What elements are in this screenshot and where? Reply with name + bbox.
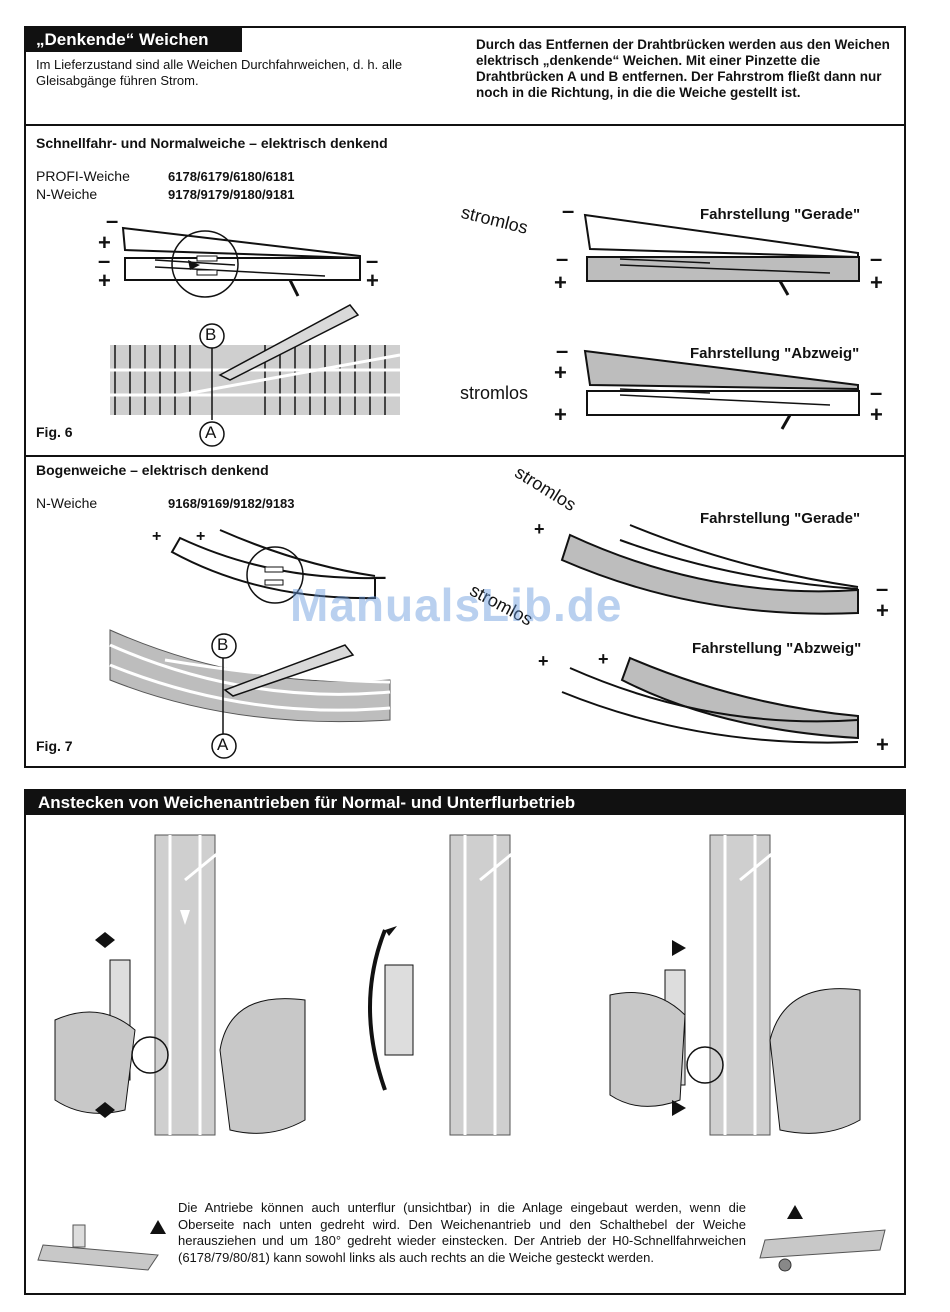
fig7-curved-schematic: [170, 529, 376, 604]
fig6-marker-b: [199, 323, 225, 349]
section1-note: Durch das Entfernen der Drahtbrücken wer…: [476, 37, 890, 100]
fig6-abzweig-label: Fahrstellung "Abzweig": [690, 345, 860, 362]
fig6-l-minus-3: –: [366, 248, 379, 273]
drive-part-left: [37, 1220, 166, 1271]
fig6-abzweig-stromlos: stromlos: [460, 383, 529, 403]
track-illustration-3: [609, 833, 861, 1136]
fig6-switch-schematic: [121, 226, 361, 298]
fig6-n-codes: 9178/9179/9180/9181: [168, 187, 295, 202]
track-illustration-2: [368, 833, 536, 1136]
fig6-n-label: N-Weiche: [36, 186, 98, 202]
fig7-a-label: A: [217, 735, 229, 754]
fig7-n-label: N-Weiche: [36, 495, 98, 511]
fig7-b-label: B: [217, 635, 229, 654]
track-illustration-1: [54, 833, 306, 1136]
fig6-l-plus-2: +: [98, 268, 111, 293]
fig7-marker-b: [211, 633, 237, 659]
fig7-g-plus-2: +: [876, 598, 889, 623]
fig6-a-plus-2: +: [554, 402, 567, 427]
fig7-l-minus-1: –: [374, 564, 387, 589]
divider-2: [24, 455, 906, 457]
fig7-l-plus-2: +: [196, 528, 206, 545]
fig7-marker-a: [211, 733, 237, 759]
fig6-gerade-diagram: [583, 213, 860, 296]
fig6-gerade-label: Fahrstellung "Gerade": [700, 206, 861, 223]
fig6-l-plus-3: +: [366, 268, 379, 293]
fig7-a-plus-2: +: [598, 649, 609, 669]
fig6-g-plus-2: +: [870, 270, 883, 295]
fig6-profi-label: PROFI-Weiche: [36, 168, 130, 184]
fig7-label: Fig. 7: [36, 738, 73, 754]
fig6-marker-a: [199, 421, 225, 447]
fig7-gerade-label: Fahrstellung "Gerade": [700, 510, 861, 527]
fig6-profi-codes: 6178/6179/6180/6181: [168, 169, 295, 184]
fig6-l-plus-1: +: [98, 230, 111, 255]
fig6-a-label: A: [205, 423, 217, 442]
section2-footer: Die Antriebe können auch unterflur (unsi…: [178, 1200, 746, 1265]
fig7-g-minus-1: –: [876, 576, 889, 601]
fig6-g-minus-2: –: [556, 246, 569, 271]
fig7-abzweig-diagram: [561, 656, 859, 744]
fig7-l-plus-1: +: [152, 528, 162, 545]
watermark: ManualsLib.de: [290, 579, 623, 631]
drive-part-right: [759, 1205, 886, 1272]
fig6-label: Fig. 6: [36, 424, 73, 440]
fig7-abzweig-label: Fahrstellung "Abzweig": [692, 640, 862, 657]
fig6-a-plus-3: +: [870, 402, 883, 427]
fig6-a-minus-2: –: [870, 380, 883, 405]
fig6-a-minus-1: –: [556, 338, 569, 363]
fig7-a-plus-1: +: [538, 651, 549, 671]
fig6-a-plus-1: +: [554, 360, 567, 385]
fig7-g-plus-1: +: [534, 519, 545, 539]
section2-title: Anstecken von Weichenantrieben für Norma…: [26, 791, 904, 815]
fig7-heading: Bogenweiche – elektrisch denkend: [36, 462, 269, 478]
bottom-frame: [24, 789, 906, 1295]
divider-1: [24, 124, 906, 126]
fig7-a-plus-3: +: [876, 732, 889, 757]
fig7-gerade-diagram: [560, 524, 859, 615]
fig6-b-label: B: [205, 325, 217, 344]
top-frame: [24, 26, 906, 768]
fig6-track-photo: [110, 304, 401, 420]
fig7-track-photo: [109, 629, 391, 735]
fig6-abzweig-diagram: [583, 349, 860, 430]
fig6-l-minus-1: –: [106, 208, 119, 233]
fig6-l-minus-2: –: [98, 248, 111, 273]
fig6-g-minus-1: –: [562, 198, 575, 223]
fig6-g-plus-1: +: [554, 270, 567, 295]
fig7-n-codes: 9168/9169/9182/9183: [168, 496, 295, 511]
fig6-heading: Schnellfahr- und Normalweiche – elektris…: [36, 135, 388, 151]
section1-intro: Im Lieferzustand sind alle Weichen Durch…: [36, 57, 403, 88]
section1-title: „Denkende“ Weichen: [26, 28, 242, 52]
fig6-g-minus-3: –: [870, 246, 883, 271]
